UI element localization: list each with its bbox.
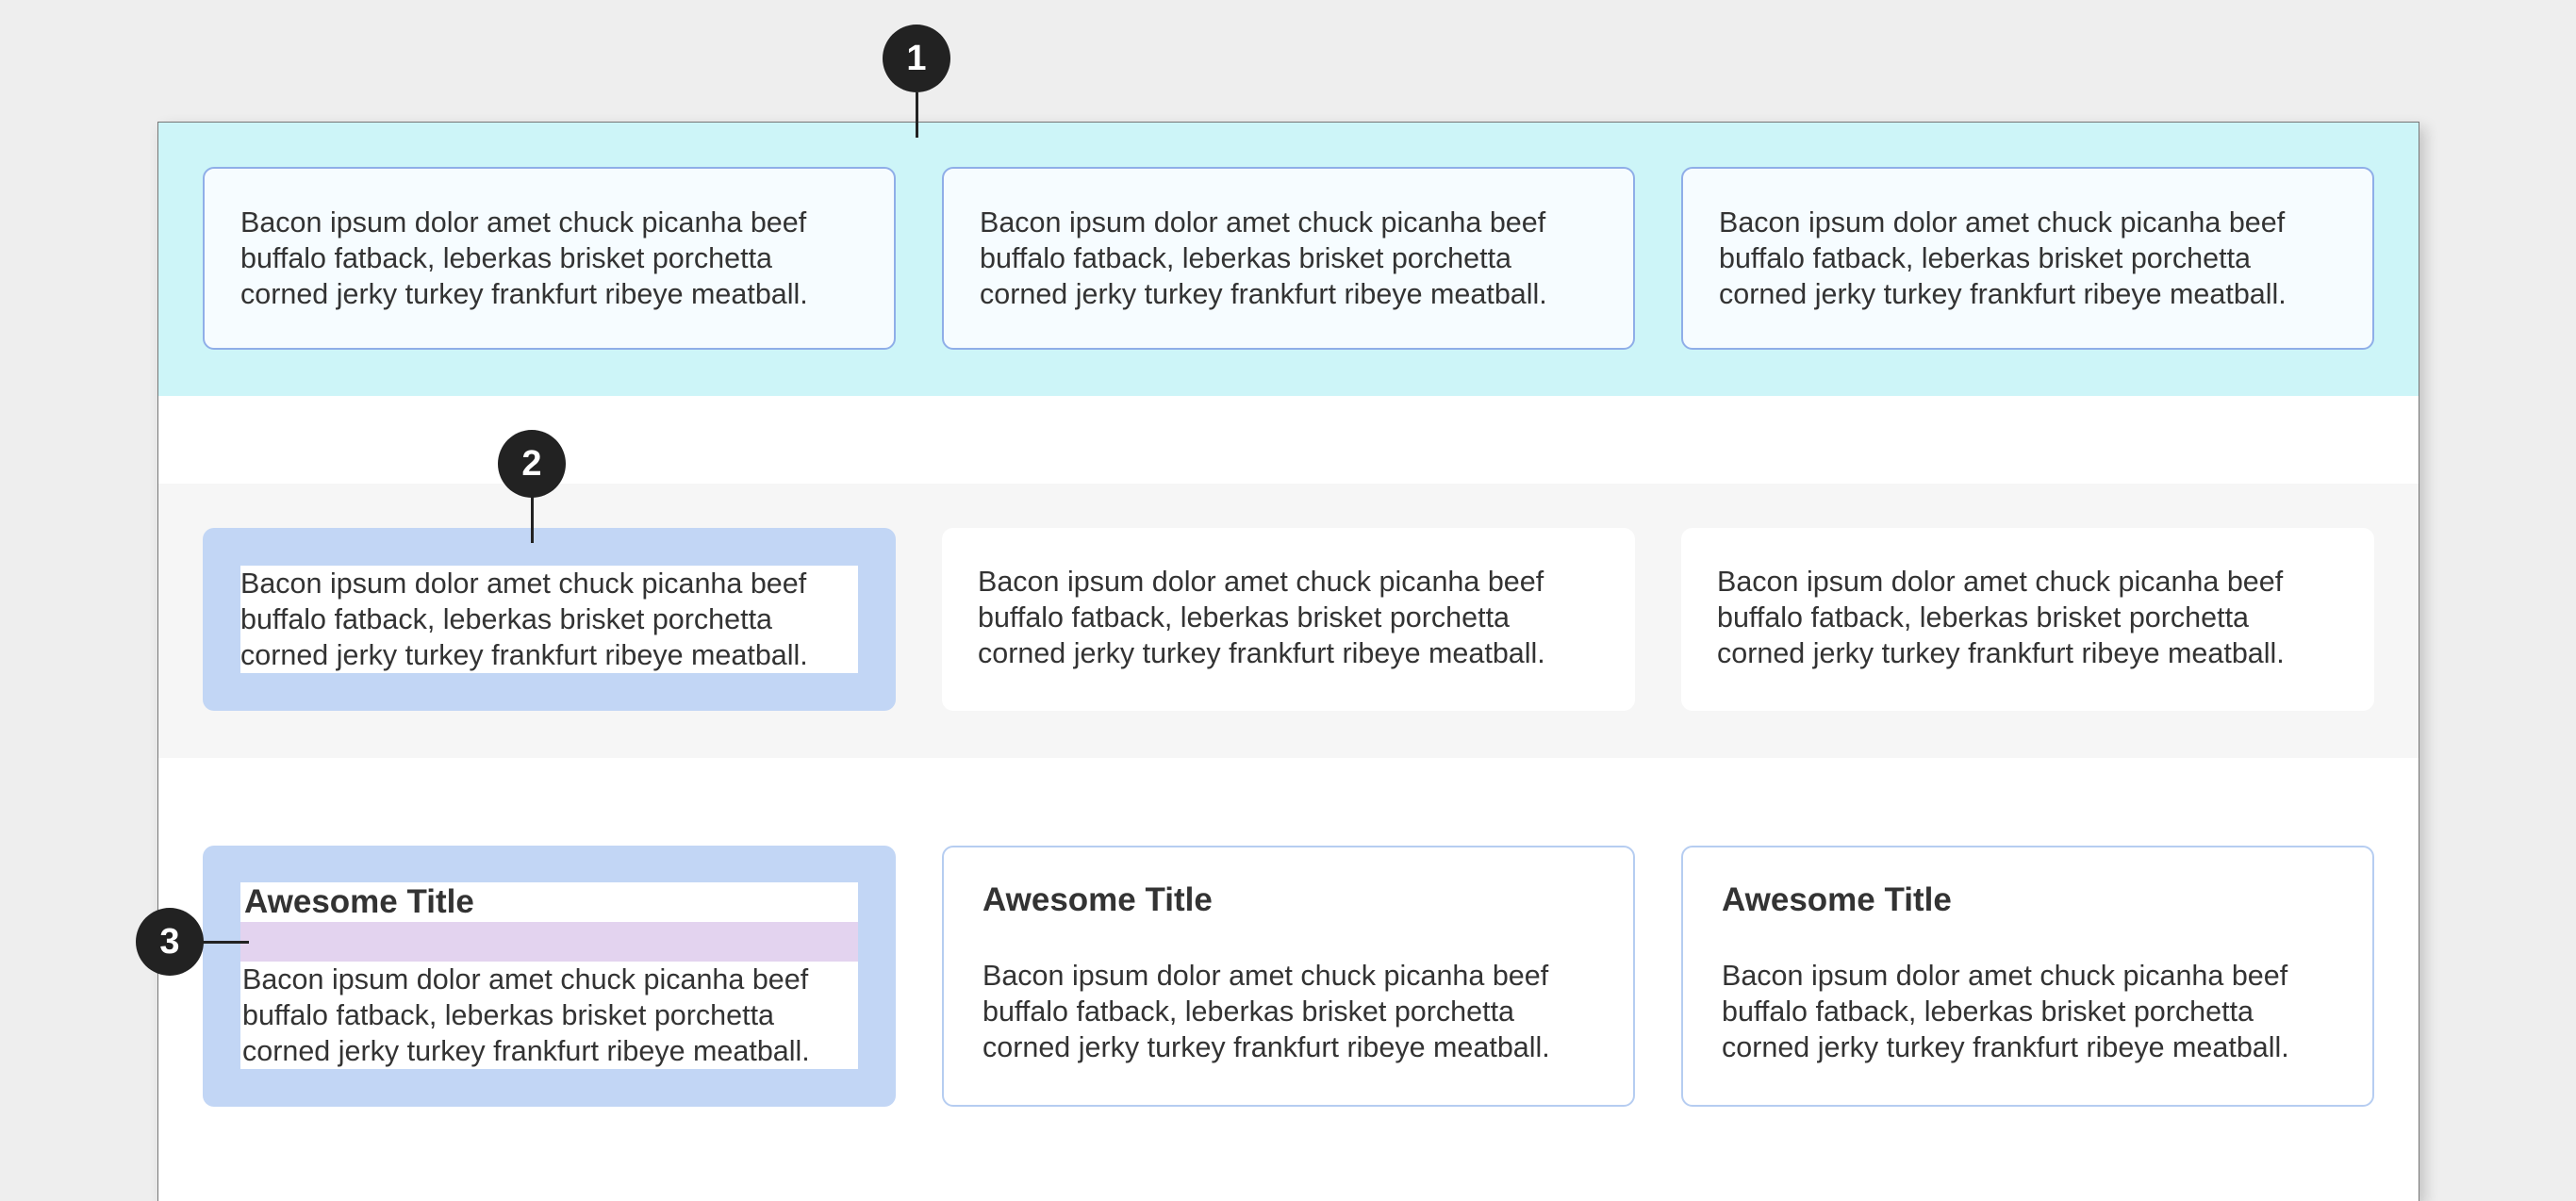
card-row3-col2: Awesome Title Bacon ipsum dolor amet chu… bbox=[942, 846, 1635, 1107]
card-body-text: Bacon ipsum dolor amet chuck picanha bee… bbox=[1717, 566, 2285, 669]
card-body-text: Bacon ipsum dolor amet chuck picanha bee… bbox=[1722, 960, 2289, 1063]
card-body-text: Bacon ipsum dolor amet chuck picanha bee… bbox=[978, 566, 1545, 669]
card-row3-col1-spacing-highlight: Awesome Title Bacon ipsum dolor amet chu… bbox=[203, 846, 896, 1107]
card-body-text: Bacon ipsum dolor amet chuck picanha bee… bbox=[1719, 206, 2287, 310]
card-row2-col3: Bacon ipsum dolor amet chuck picanha bee… bbox=[1681, 528, 2374, 711]
card-title: Awesome Title bbox=[983, 881, 1213, 918]
card-body-text: Bacon ipsum dolor amet chuck picanha bee… bbox=[240, 206, 808, 310]
marker-1-leader bbox=[916, 92, 918, 138]
card-row1-col1: Bacon ipsum dolor amet chuck picanha bee… bbox=[203, 167, 896, 350]
marker-2-leader bbox=[531, 496, 534, 543]
marker-3-leader bbox=[202, 941, 249, 944]
marker-3: 3 bbox=[136, 908, 204, 976]
marker-2: 2 bbox=[498, 430, 566, 498]
card-body-text: Bacon ipsum dolor amet chuck picanha bee… bbox=[242, 963, 810, 1067]
body-area: Bacon ipsum dolor amet chuck picanha bee… bbox=[240, 962, 858, 1069]
marker-1: 1 bbox=[883, 25, 950, 92]
layout-frame: Bacon ipsum dolor amet chuck picanha bee… bbox=[157, 122, 2419, 1201]
card-row2-col2: Bacon ipsum dolor amet chuck picanha bee… bbox=[942, 528, 1635, 711]
card-body-text: Bacon ipsum dolor amet chuck picanha bee… bbox=[983, 960, 1550, 1063]
card-row3-col3: Awesome Title Bacon ipsum dolor amet chu… bbox=[1681, 846, 2374, 1107]
card-row1-col3: Bacon ipsum dolor amet chuck picanha bee… bbox=[1681, 167, 2374, 350]
card-row2-col1-padding-highlight: Bacon ipsum dolor amet chuck picanha bee… bbox=[203, 528, 896, 711]
card-row1-col2: Bacon ipsum dolor amet chuck picanha bee… bbox=[942, 167, 1635, 350]
title-area: Awesome Title bbox=[240, 882, 858, 922]
title-body-spacing bbox=[240, 922, 858, 962]
card-body-text: Bacon ipsum dolor amet chuck picanha bee… bbox=[240, 566, 858, 673]
card-title: Awesome Title bbox=[1722, 881, 1952, 918]
card-title: Awesome Title bbox=[244, 883, 474, 920]
card-body-text: Bacon ipsum dolor amet chuck picanha bee… bbox=[980, 206, 1547, 310]
